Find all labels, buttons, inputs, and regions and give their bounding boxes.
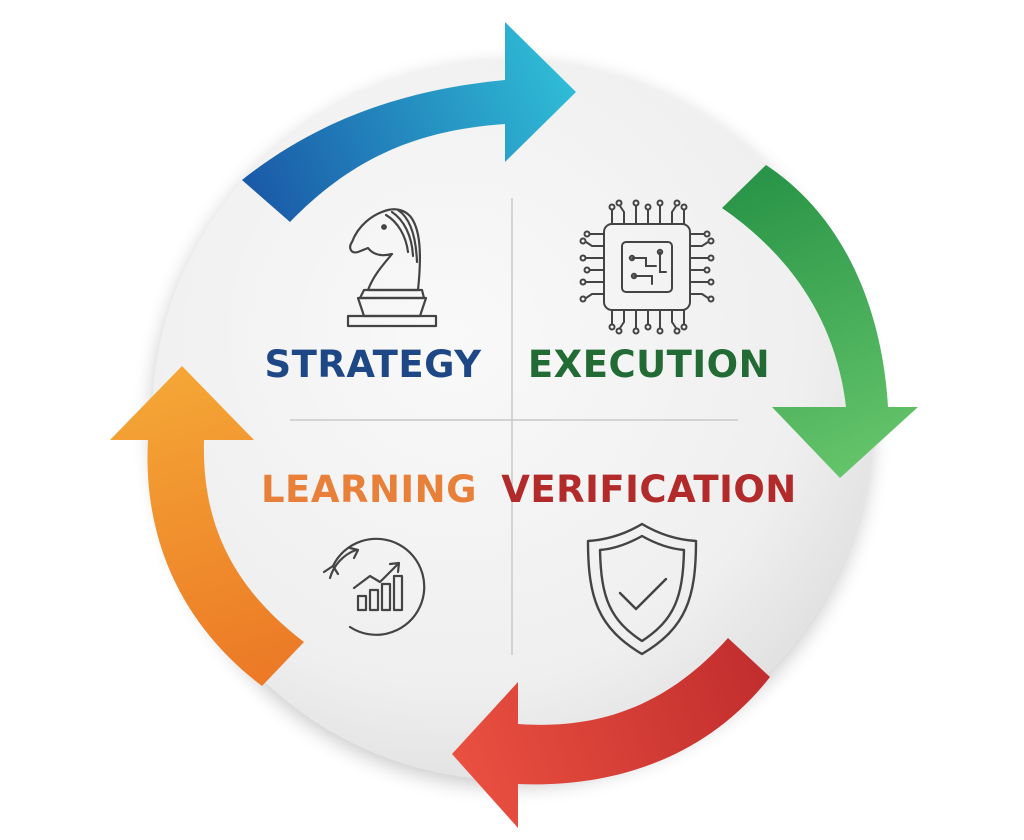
cycle-arrow-left bbox=[110, 366, 304, 686]
chess-knight-icon bbox=[346, 208, 438, 328]
cycle-arrow-top bbox=[242, 22, 576, 222]
growth-chart-cycle-icon bbox=[322, 537, 426, 636]
circuit-chip-icon bbox=[579, 199, 715, 335]
learning-label: LEARNING bbox=[261, 468, 477, 511]
cycle-arrow-bottom bbox=[452, 638, 770, 828]
execution-label: EXECUTION bbox=[528, 343, 770, 386]
strategy-label: STRATEGY bbox=[264, 343, 482, 386]
cycle-arrow-right bbox=[722, 165, 918, 478]
verification-label: VERIFICATION bbox=[501, 468, 797, 511]
shield-check-icon bbox=[586, 522, 698, 656]
